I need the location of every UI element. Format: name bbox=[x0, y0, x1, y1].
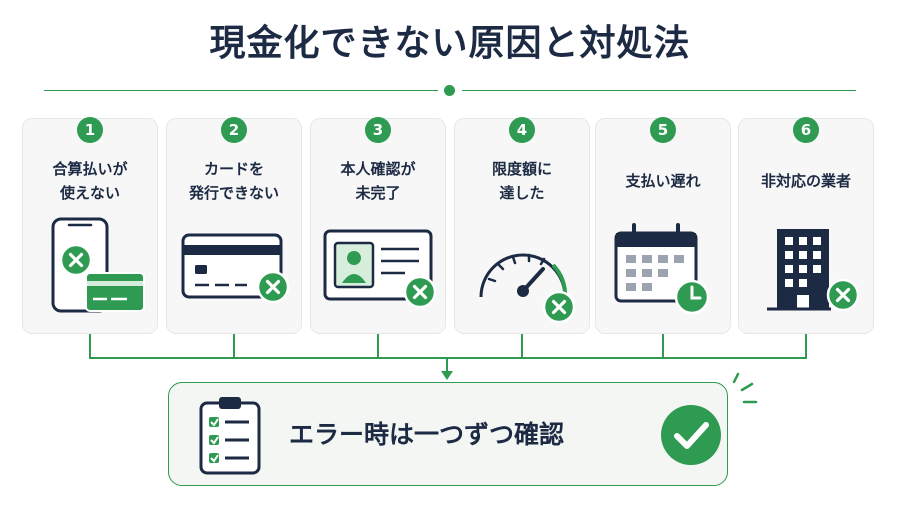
title-divider-dot bbox=[444, 85, 455, 96]
step-number-badge: 3 bbox=[365, 117, 391, 143]
result-box: エラー時は一つずつ確認 bbox=[168, 382, 728, 486]
arrow-down-icon bbox=[441, 371, 453, 380]
gauge-limit-error-icon bbox=[479, 253, 576, 324]
cause-card-1: 1 合算払いが 使えない bbox=[22, 117, 158, 334]
credit-card-error-icon bbox=[181, 233, 290, 304]
calendar-clock-icon bbox=[614, 223, 710, 315]
cause-label: 支払い遅れ bbox=[625, 172, 701, 190]
result-message: エラー時は一つずつ確認 bbox=[289, 420, 565, 449]
cause-label: 合算払いが 使えない bbox=[52, 160, 128, 202]
page-title: 現金化できない原因と対処法 bbox=[209, 23, 691, 64]
step-number-badge: 4 bbox=[509, 117, 535, 143]
title-divider-left bbox=[44, 90, 438, 91]
sparkle-lines-icon bbox=[732, 372, 758, 404]
building-error-icon bbox=[767, 229, 860, 312]
cause-card-5: 5 支払い遅れ bbox=[595, 117, 731, 334]
step-number-badge: 5 bbox=[650, 117, 676, 143]
connector-drop-6 bbox=[805, 334, 807, 358]
cause-label: 本人確認が 未完了 bbox=[340, 160, 416, 202]
connector-drop-3 bbox=[377, 334, 379, 358]
connector-drop-2 bbox=[233, 334, 235, 358]
check-circle-icon bbox=[661, 405, 721, 465]
connector-bus bbox=[89, 357, 807, 359]
connector-drop-5 bbox=[662, 334, 664, 358]
cause-card-4: 4 限度額に 達した bbox=[454, 117, 590, 334]
title-divider-right bbox=[462, 90, 856, 91]
id-card-error-icon bbox=[323, 229, 437, 309]
cause-label: 限度額に 達した bbox=[491, 160, 552, 202]
connector-drop-1 bbox=[89, 334, 91, 358]
step-number-badge: 2 bbox=[221, 117, 247, 143]
phone-with-card-error-icon bbox=[51, 217, 145, 313]
cause-card-2: 2 カードを 発行できない bbox=[166, 117, 302, 334]
cause-card-3: 3 本人確認が 未完了 bbox=[310, 117, 446, 334]
connector-down bbox=[446, 357, 448, 373]
cause-card-6: 6 非対応の業者 bbox=[738, 117, 874, 334]
cause-label: カードを 発行できない bbox=[188, 160, 279, 202]
connector-drop-4 bbox=[521, 334, 523, 358]
step-number-badge: 1 bbox=[77, 117, 103, 143]
step-number-badge: 6 bbox=[793, 117, 819, 143]
cause-label: 非対応の業者 bbox=[760, 172, 851, 190]
checklist-clipboard-icon bbox=[199, 397, 261, 475]
